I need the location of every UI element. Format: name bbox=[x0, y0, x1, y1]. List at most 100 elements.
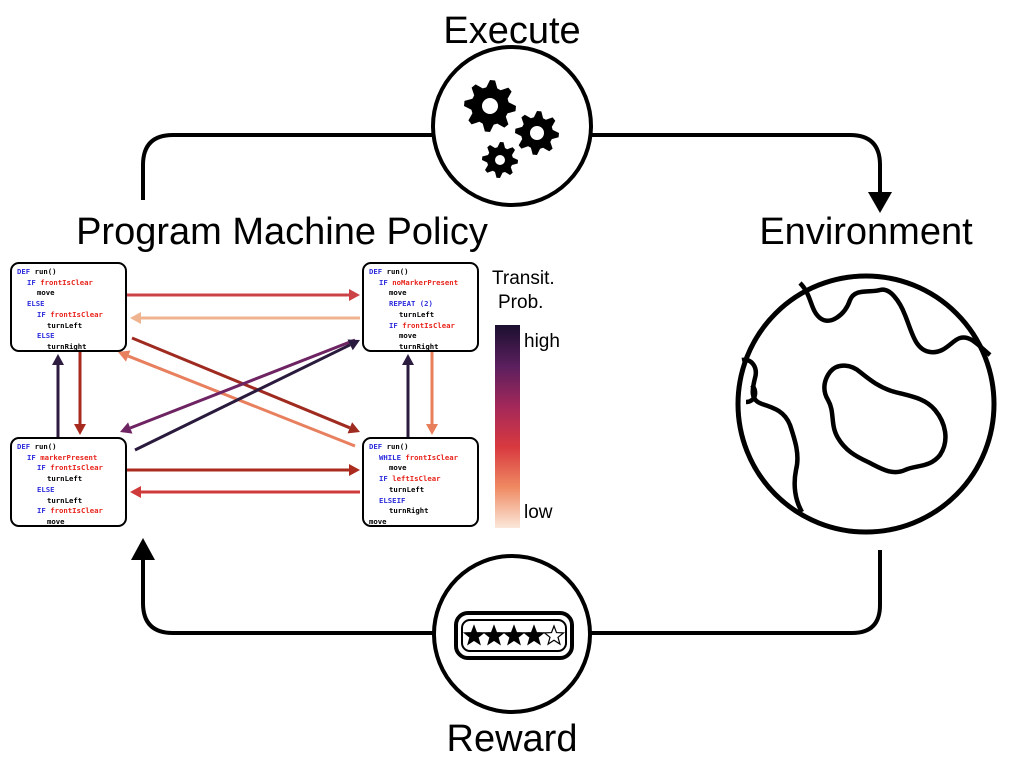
transition-arrow-c-to-a bbox=[52, 354, 64, 437]
code-condition: frontIsClear bbox=[40, 277, 93, 287]
arrow-shaft bbox=[131, 336, 351, 430]
arrow-shaft bbox=[129, 338, 356, 430]
code-keyword: IF bbox=[37, 309, 51, 319]
code-keyword: IF bbox=[379, 277, 393, 287]
code-keyword: DEF bbox=[17, 442, 35, 451]
code-action: run() bbox=[386, 442, 409, 451]
code-line: ELSE bbox=[17, 485, 125, 496]
code-action: turnLeft bbox=[399, 309, 435, 319]
code-keyword: DEF bbox=[369, 442, 387, 451]
arrow-head bbox=[130, 312, 141, 324]
loop-environment-to-reward bbox=[590, 550, 882, 635]
code-line: turnLeft bbox=[369, 310, 477, 321]
code-keyword: ELSE bbox=[37, 331, 55, 341]
code-action: move bbox=[399, 331, 417, 341]
arrow-head bbox=[349, 464, 360, 476]
arrow-shaft bbox=[127, 354, 356, 448]
policy-title: Program Machine Policy bbox=[76, 211, 488, 253]
arrow-head bbox=[74, 424, 86, 435]
colorbar bbox=[495, 325, 520, 528]
code-line: DEF run() bbox=[17, 267, 125, 278]
code-keyword: WHILE bbox=[379, 452, 406, 462]
code-condition: frontIsClear bbox=[402, 320, 455, 330]
code-keyword: IF bbox=[37, 463, 51, 473]
code-action: move bbox=[47, 516, 65, 526]
code-line: DEF run() bbox=[369, 442, 477, 453]
code-line: IF frontIsClear bbox=[17, 310, 125, 321]
code-action: move bbox=[389, 463, 407, 473]
code-action: turnLeft bbox=[47, 495, 83, 505]
arrow-head bbox=[426, 424, 438, 435]
island-center bbox=[822, 363, 948, 475]
execute-circle bbox=[431, 45, 593, 207]
code-action: run() bbox=[386, 267, 409, 276]
code-line: REPEAT (2) bbox=[369, 299, 477, 310]
arrow-head bbox=[347, 422, 360, 434]
code-condition: frontIsClear bbox=[50, 463, 103, 473]
code-action: turnLeft bbox=[47, 320, 83, 330]
code-line: IF leftIsClear bbox=[369, 474, 477, 485]
star-filled-icon bbox=[502, 624, 526, 646]
code-action: run() bbox=[34, 267, 57, 276]
transition-arrow-d-to-b bbox=[402, 354, 414, 437]
code-line: WHILE frontIsClear bbox=[369, 453, 477, 464]
continent-top bbox=[798, 281, 992, 357]
star-filled-icon bbox=[482, 624, 506, 646]
code-keyword: DEF bbox=[17, 267, 35, 276]
gear-icon bbox=[482, 142, 518, 178]
code-keyword: ELSE bbox=[27, 299, 45, 309]
code-keyword: REPEAT (2) bbox=[389, 299, 433, 309]
transition-arrow-a-to-d bbox=[131, 336, 360, 434]
code-line: IF frontIsClear bbox=[17, 463, 125, 474]
code-action: turnRight bbox=[389, 506, 429, 516]
code-line: turnLeft bbox=[17, 496, 125, 507]
globe-outline bbox=[735, 273, 997, 535]
code-line: DEF run() bbox=[369, 267, 477, 278]
code-line: turnRight bbox=[369, 342, 477, 353]
code-line: move bbox=[369, 517, 477, 528]
code-line: move bbox=[369, 463, 477, 474]
colorbar-title-line1: Transit. bbox=[492, 268, 555, 289]
loop-reward-to-policy bbox=[141, 556, 434, 635]
star-empty-icon bbox=[542, 624, 566, 646]
arrow-head bbox=[118, 350, 131, 362]
colorbar-high-label: high bbox=[524, 331, 560, 352]
rating-inner-frame bbox=[461, 619, 567, 652]
code-condition: leftIsClear bbox=[392, 474, 441, 484]
code-line: IF noMarkerPresent bbox=[369, 278, 477, 289]
arrow-head bbox=[349, 289, 360, 301]
code-condition: frontIsClear bbox=[50, 506, 103, 516]
code-action: move bbox=[37, 288, 55, 298]
transition-arrow-b-to-d bbox=[426, 352, 438, 435]
code-line: ELSE bbox=[17, 299, 125, 310]
gears-icon bbox=[464, 80, 559, 178]
code-keyword: IF bbox=[389, 320, 403, 330]
code-condition: noMarkerPresent bbox=[392, 277, 459, 287]
colorbar-title-line2: Prob. bbox=[498, 292, 544, 313]
transition-arrows bbox=[52, 289, 438, 498]
transition-arrow-d-to-c bbox=[130, 486, 360, 498]
arrow-head bbox=[52, 354, 64, 365]
code-line: move bbox=[369, 331, 477, 342]
code-line: turnRight bbox=[369, 506, 477, 517]
loop-execute-to-environment bbox=[591, 133, 882, 195]
code-line: IF frontIsClear bbox=[17, 506, 125, 517]
code-line: turnRight bbox=[17, 342, 125, 353]
transition-arrow-a-to-c bbox=[74, 352, 86, 435]
arrow-head bbox=[120, 422, 133, 434]
continent-left bbox=[741, 357, 804, 514]
reward-title: Reward bbox=[446, 718, 578, 760]
code-keyword: ELSE bbox=[37, 484, 55, 494]
code-line: move bbox=[17, 517, 125, 528]
loop-policy-to-execute bbox=[141, 133, 433, 200]
code-condition: markerPresent bbox=[40, 452, 98, 462]
globe-icon bbox=[735, 273, 997, 535]
code-action: turnLeft bbox=[47, 474, 83, 484]
code-line: IF frontIsClear bbox=[369, 321, 477, 332]
code-condition: frontIsClear bbox=[50, 309, 103, 319]
colorbar-low-label: low bbox=[524, 502, 553, 523]
execution-loop bbox=[141, 133, 882, 635]
transition-arrow-b-to-a bbox=[130, 312, 360, 324]
